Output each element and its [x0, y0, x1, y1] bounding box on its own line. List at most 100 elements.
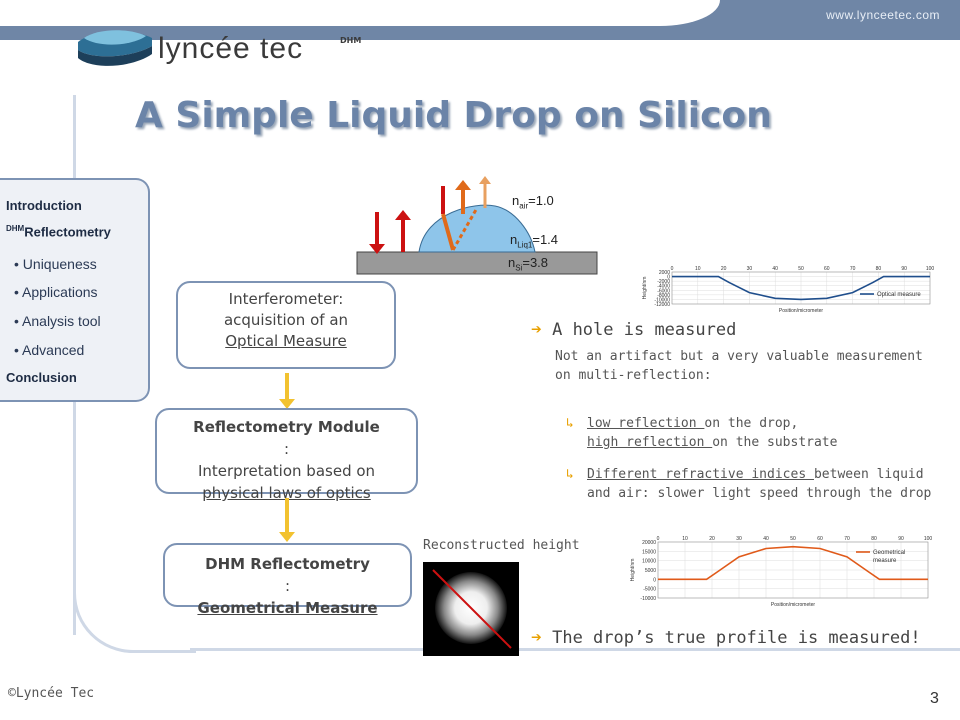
interferometer-box: Interferometer: acquisition of an Optica…: [176, 281, 396, 369]
x-tick-label: 10: [682, 536, 688, 542]
frame-bottom-line: [190, 648, 960, 651]
reconstructed-height-image: [423, 562, 519, 656]
hole-heading: ➔ A hole is measured: [531, 320, 736, 340]
box-text: acquisition of an: [223, 311, 349, 329]
incident-red-arrow-icon: [441, 186, 455, 251]
sidebar-nav: Introduction DHMReflectometry • Uniquene…: [0, 178, 150, 402]
dhm-reflectometry-box: DHM Reflectometry: Geometrical Measure: [163, 543, 412, 617]
reflectometry-module-box: Reflectometry Module: Interpretation bas…: [155, 408, 418, 502]
x-tick-label: 30: [747, 266, 753, 272]
x-tick-label: 60: [817, 536, 823, 542]
y-tick-label: -10000: [640, 596, 656, 602]
flow-arrowhead-2: [279, 532, 295, 542]
box-text-emphasis: physical laws of optics: [202, 484, 371, 502]
y-axis-label: Height/nm: [630, 559, 636, 582]
x-tick-label: 100: [924, 536, 933, 542]
header-band-cutout: [0, 0, 720, 26]
x-tick-label: 40: [763, 536, 769, 542]
x-tick-label: 70: [850, 266, 856, 272]
legend-label: Optical measure: [877, 292, 921, 298]
legend-label: measure: [873, 558, 897, 564]
y-tick-label: -12000: [654, 302, 670, 308]
sidebar-item-analysis-tool[interactable]: • Analysis tool: [14, 313, 101, 329]
logo-text: lyncée tec: [158, 32, 304, 65]
y-axis-label: Height/nm: [642, 277, 648, 300]
bullet-reflection: ↳ low reflection on the drop, high refle…: [566, 416, 838, 450]
box-text: Interferometer:: [228, 290, 344, 308]
series-line: [658, 545, 928, 581]
arrow-marker-icon: ➔: [531, 319, 542, 340]
sidebar-item-label: Advanced: [22, 342, 85, 358]
bullet-arrow-icon: ↳: [566, 467, 574, 482]
n-air-label: nair=1.0: [512, 193, 554, 211]
y-tick-label: -4000: [657, 284, 670, 290]
sidebar-item-label: Reflectometry: [24, 224, 111, 240]
x-tick-label: 70: [844, 536, 850, 542]
y-tick-label: -10000: [654, 297, 670, 303]
n-liquid-label: nLiq1=1.4: [510, 232, 559, 250]
hole-description: Not an artifact but a very valuable meas…: [555, 349, 923, 383]
x-tick-label: 90: [901, 266, 907, 272]
sidebar-item-uniqueness[interactable]: • Uniqueness: [14, 256, 97, 272]
page-number: 3: [930, 690, 939, 707]
x-tick-label: 0: [657, 536, 660, 542]
y-tick-label: 15000: [642, 549, 656, 555]
x-tick-label: 30: [736, 536, 742, 542]
sidebar-dhm-sup: DHM: [6, 224, 25, 233]
website-url[interactable]: www.lynceetec.com: [826, 8, 940, 22]
hole-title: A hole is measured: [552, 320, 737, 340]
x-axis-label: Position/micrometer: [779, 308, 824, 314]
sidebar-item-label: Analysis tool: [22, 313, 101, 329]
true-profile-statement: ➔ The drop’s true profile is measured!: [531, 628, 921, 648]
y-tick-label: 10000: [642, 559, 656, 565]
reconstructed-height-caption: Reconstructed height: [423, 538, 580, 553]
flow-arrow-1: [285, 373, 289, 401]
x-tick-label: 100: [926, 266, 935, 272]
x-tick-label: 0: [671, 266, 674, 272]
bullet-refractive: ↳ Different refractive indices between l…: [566, 467, 932, 501]
y-tick-label: 2000: [659, 270, 670, 276]
logo-icon: [78, 30, 152, 66]
box-text: Reflectometry Module:: [193, 418, 380, 458]
copyright: ©Lyncée Tec: [8, 686, 95, 701]
series-line: [672, 275, 930, 301]
x-tick-label: 80: [871, 536, 877, 542]
x-tick-label: 20: [709, 536, 715, 542]
x-axis-label: Position/micrometer: [771, 602, 816, 608]
reflected-orange-arrow-icon: [455, 180, 471, 214]
sidebar-item-introduction[interactable]: Introduction: [6, 198, 82, 213]
y-tick-label: 5000: [645, 568, 656, 574]
x-tick-label: 80: [876, 266, 882, 272]
x-tick-label: 90: [898, 536, 904, 542]
box-text: Interpretation based on: [197, 462, 376, 480]
red-arrow-down-icon: [369, 212, 385, 254]
sidebar-item-applications[interactable]: • Applications: [14, 284, 98, 300]
y-tick-label: -8000: [657, 293, 670, 299]
silicon-substrate: [356, 251, 598, 275]
transmitted-orange-arrow-icon: [479, 176, 491, 208]
x-tick-label: 20: [721, 266, 727, 272]
sidebar-item-label: Applications: [22, 284, 98, 300]
legend-label: Geometrical: [873, 550, 905, 556]
y-tick-label: -5000: [643, 587, 656, 593]
sidebar-item-advanced[interactable]: • Advanced: [14, 342, 85, 358]
n-silicon-label: nSi=3.8: [508, 255, 549, 273]
flow-arrowhead-1: [279, 399, 295, 409]
y-tick-label: -6000: [657, 288, 670, 294]
red-arrow-up-icon: [395, 210, 411, 252]
drop-diagram: [356, 176, 598, 275]
x-tick-label: 10: [695, 266, 701, 272]
true-profile-text: The drop’s true profile is measured!: [552, 628, 921, 648]
sidebar-item-reflectometry[interactable]: DHMReflectometry: [6, 224, 111, 239]
sidebar-item-conclusion[interactable]: Conclusion: [6, 370, 77, 385]
box-text: DHM Reflectometry:: [205, 555, 370, 595]
arrow-marker-icon: ➔: [531, 627, 542, 648]
x-tick-label: 40: [772, 266, 778, 272]
logo-superscript: DHM: [340, 36, 362, 45]
liquid-drop: [418, 204, 536, 253]
y-tick-label: -2000: [657, 279, 670, 285]
internal-reflection-line: [451, 207, 479, 251]
y-tick-label: 0: [667, 275, 670, 281]
sidebar-item-label: Uniqueness: [22, 256, 97, 272]
